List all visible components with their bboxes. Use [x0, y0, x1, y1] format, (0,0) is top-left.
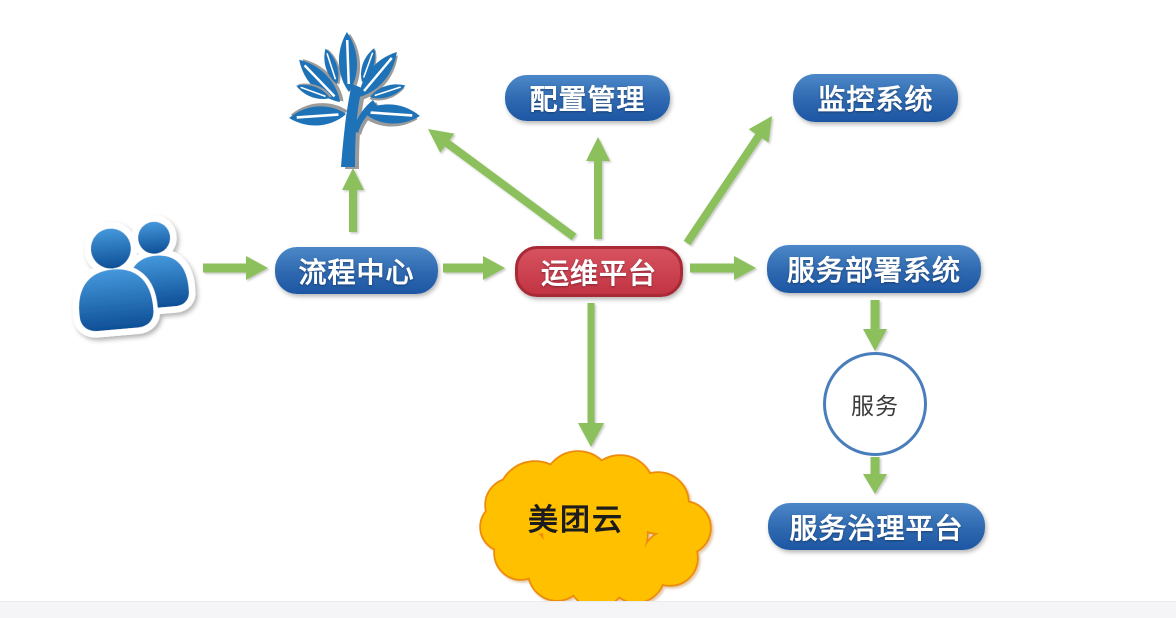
arrow-process-to-ops	[443, 256, 505, 280]
cloud-shape	[479, 450, 712, 609]
arrow-ops-to-cloud	[578, 303, 604, 447]
node-service-governance-platform: 服务治理平台	[768, 503, 985, 550]
users-icon	[72, 215, 196, 338]
bottom-strip	[0, 601, 1176, 618]
node-config-management: 配置管理	[505, 75, 670, 121]
arrow-ops-to-config	[586, 137, 610, 239]
arrow-users-to-process	[203, 256, 268, 280]
arrow-deploy-to-service	[863, 300, 887, 351]
arrow-process-to-tree	[342, 168, 364, 232]
arrows-layer	[203, 116, 887, 494]
tree-icon	[286, 30, 422, 169]
node-monitor-system: 监控系统	[793, 74, 958, 122]
cloud-bump	[486, 479, 538, 531]
arrow-ops-to-tree	[428, 129, 577, 241]
node-process-center: 流程中心	[275, 247, 438, 294]
node-service-circle: 服务	[823, 352, 927, 456]
cloud-bump	[543, 480, 647, 584]
arrow-ops-to-monitor	[683, 116, 772, 246]
arrow-service-to-governance	[863, 457, 887, 494]
node-ops-platform: 运维平台	[515, 246, 683, 297]
arrow-ops-to-deploy	[690, 256, 756, 280]
node-service-deploy-system: 服务部署系统	[767, 245, 981, 293]
node-meituan-cloud-label: 美团云	[528, 504, 624, 537]
